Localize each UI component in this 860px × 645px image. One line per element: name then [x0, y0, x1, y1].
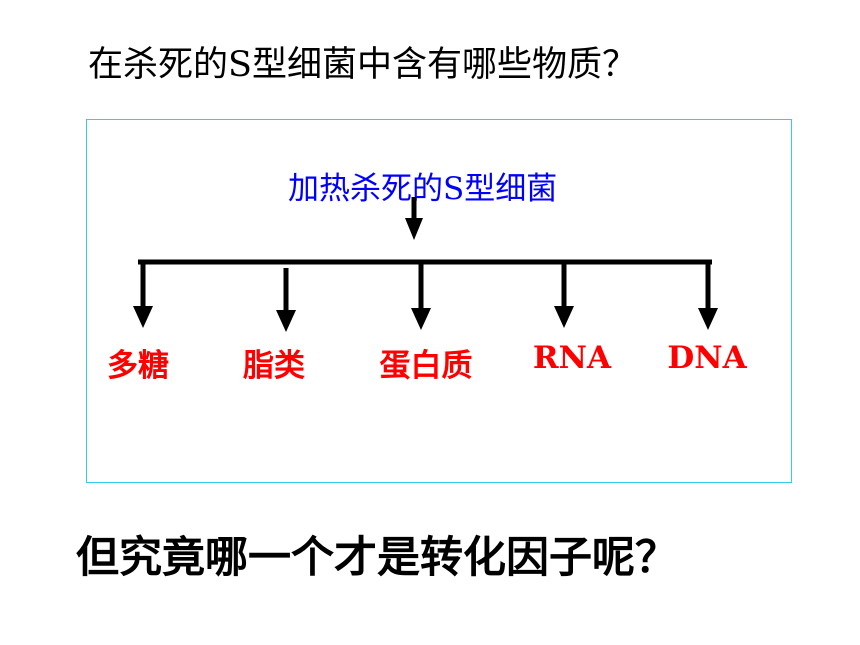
branch-arrowhead-1 [133, 306, 153, 328]
diagram-frame [86, 119, 792, 483]
component-dna: DNA [667, 340, 747, 376]
component-polysaccharide: 多糖 [107, 348, 169, 384]
closing-question: 但究竟哪一个才是转化因子呢？ [76, 533, 678, 583]
root-node-label: 加热杀死的S型细菌 [288, 171, 558, 207]
branch-arrowhead-2 [276, 310, 296, 332]
branch-arrowhead-3 [411, 308, 431, 330]
component-protein: 蛋白质 [379, 348, 473, 384]
root-arrowhead [405, 218, 423, 240]
branch-arrowhead-4 [554, 306, 574, 328]
branch-arrowhead-5 [698, 308, 718, 330]
component-rna: RNA [532, 340, 612, 376]
slide-title: 在杀死的S型细菌中含有哪些物质？ [88, 45, 637, 85]
component-lipid: 脂类 [243, 348, 305, 384]
